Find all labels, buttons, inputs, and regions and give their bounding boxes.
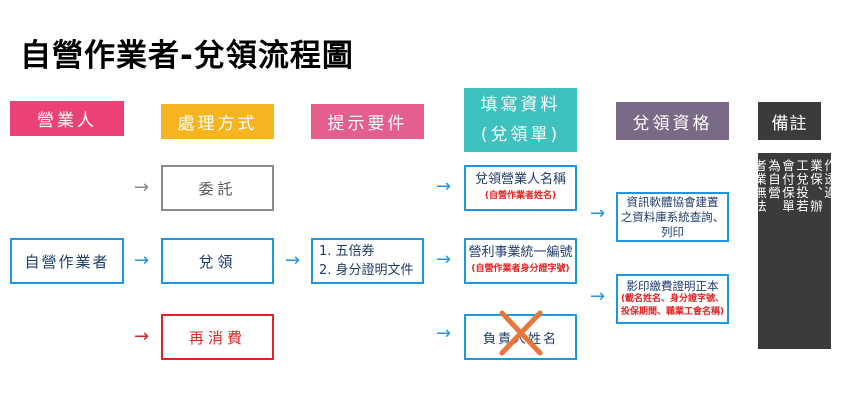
arrow-to-owner-icon: →	[436, 323, 452, 344]
query-line-2: 之資料庫系統查詢、	[620, 209, 725, 224]
header-method-label: 處理方式	[177, 114, 258, 134]
remarks-column-7: 者業無法	[752, 159, 767, 213]
header-remarks-label: 備註	[771, 113, 808, 134]
fill-owner-label: 負責人姓名	[482, 331, 558, 347]
fill-id-title: 營利事業統一編號	[468, 245, 573, 260]
arrow-to-copy-icon: →	[590, 286, 606, 307]
method-consign-label: 委託	[198, 179, 237, 198]
header-fill-label-2: (兌領單)	[480, 125, 561, 145]
operator-box: 自營作業者	[10, 238, 124, 284]
remarks-column-4: 工兌投若	[794, 159, 809, 213]
cross-out-icon	[499, 310, 543, 356]
fill-owner-box: 負責人姓名	[464, 314, 577, 360]
copy-note-2: 投保期間、職業工會名稱)	[620, 306, 725, 317]
header-method: 處理方式	[161, 104, 274, 139]
header-documents-label: 提示要件	[327, 114, 408, 134]
fill-name-box: 兌領營業人名稱 (自營作業者姓名)	[464, 165, 577, 211]
fill-id-box: 營利事業統一編號 (自營作業者身分證字號)	[464, 238, 577, 284]
arrow-to-redeem-icon: →	[134, 250, 150, 271]
fill-name-note: (自營作業者姓名)	[484, 191, 557, 201]
arrow-to-documents-icon: →	[285, 250, 301, 271]
method-respend-box: 再消費	[161, 314, 274, 360]
operator-label: 自營作業者	[24, 252, 110, 271]
header-qualification-label: 兌領資格	[632, 113, 713, 134]
arrow-to-respend-icon: →	[134, 326, 150, 347]
remarks-column-5: 會付保單	[780, 159, 795, 213]
remarks-column-3: 業保、辦	[808, 159, 823, 213]
document-item-1: 1. 五倍券	[319, 244, 375, 259]
header-qualification: 兌領資格	[616, 102, 729, 140]
remarks-column-2: 作透過	[822, 159, 837, 200]
document-item-2: 2. 身分證明文件	[319, 263, 414, 278]
arrow-to-name-icon: →	[436, 176, 452, 197]
method-consign-box: 委託	[161, 165, 274, 211]
method-redeem-label: 兌領	[198, 252, 237, 271]
qualification-query-box: 資訊軟體協會建置 之資料庫系統查詢、 列印	[616, 192, 729, 242]
remarks-column-6: 為自營	[766, 159, 781, 200]
header-fill-label-1: 填寫資料	[480, 95, 561, 115]
query-line-1: 資訊軟體協會建置	[626, 194, 719, 209]
remarks-panel: 營業工會 作透過 業保、辦 工兌投若 會付保單 為自營 者業無法 我認	[738, 153, 845, 349]
remarks-column-8: 我認	[738, 159, 753, 186]
query-line-3: 列印	[661, 224, 684, 239]
arrow-to-query-icon: →	[590, 203, 606, 224]
remarks-column-1: 營業工會	[836, 159, 845, 213]
header-operator-label: 營業人	[37, 111, 97, 131]
arrow-to-id-icon: →	[436, 249, 452, 270]
method-respend-label: 再消費	[188, 328, 246, 347]
header-operator: 營業人	[10, 101, 124, 136]
documents-box: 1. 五倍券 2. 身分證明文件	[311, 238, 424, 284]
header-fill-form: 填寫資料 (兌領單)	[464, 88, 577, 152]
copy-note-1: (載名姓名、身分證字號、	[620, 293, 725, 304]
qualification-copy-box: 影印繳費證明正本 (載名姓名、身分證字號、 投保期間、職業工會名稱)	[616, 274, 729, 324]
fill-id-note: (自營作業者身分證字號)	[471, 264, 570, 274]
arrow-to-consign-icon: →	[134, 177, 150, 198]
header-documents: 提示要件	[311, 104, 424, 139]
fill-name-title: 兌領營業人名稱	[474, 172, 566, 187]
method-redeem-box: 兌領	[161, 238, 274, 284]
copy-title: 影印繳費證明正本	[626, 278, 719, 293]
header-remarks: 備註	[758, 102, 821, 140]
page-title: 自營作業者-兌領流程圖	[20, 38, 354, 74]
